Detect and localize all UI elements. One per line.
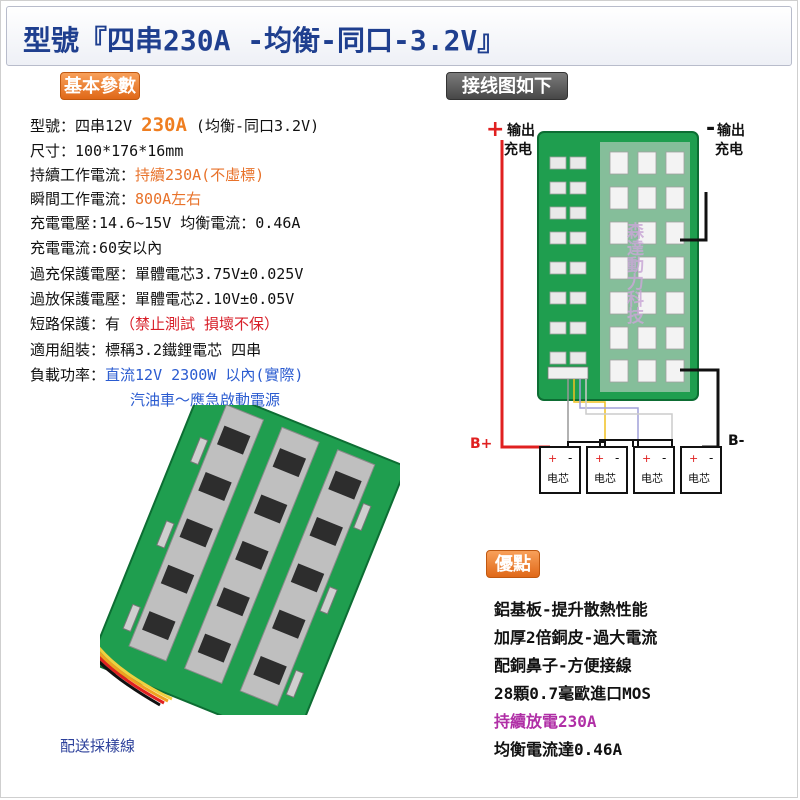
- cell-2-plus: +: [595, 452, 604, 465]
- wire-output-neg: [680, 192, 708, 242]
- advantages-badge: 優點: [486, 550, 540, 578]
- output-minus-sign: -: [706, 116, 715, 141]
- cell-1-plus: +: [548, 452, 557, 465]
- cell-3-minus: -: [662, 451, 666, 465]
- cell-4-plus: +: [689, 452, 698, 465]
- spec-load: 負載功率：直流12V 2300W 以內(實際): [30, 364, 303, 385]
- advantage-2: 加厚2倍銅皮-過大電流: [494, 628, 658, 647]
- spec-charge-current: 充電電流:60安以內: [30, 239, 163, 257]
- advantage-1: 鋁基板-提升散熱性能: [494, 600, 648, 619]
- cell-2-label: 电芯: [594, 471, 616, 485]
- advantage-5: 持續放電230A: [494, 712, 597, 731]
- cell-3-label: 电芯: [641, 471, 663, 485]
- cell-2-minus: -: [615, 451, 619, 465]
- battery-cell-3: + - 电芯: [633, 446, 675, 494]
- cell-1-label: 电芯: [547, 471, 569, 485]
- output-plus-label: 输出: [507, 122, 535, 139]
- spec-instant: 瞬間工作電流：800A左右: [30, 188, 201, 209]
- spec-continuous-label: 持續工作電流：: [30, 166, 136, 184]
- spec-charge-voltage: 充電電壓:14.6~15V 均衡電流：0.46A: [30, 214, 301, 232]
- spec-continuous-value: 持續230A(不虛標): [135, 166, 265, 184]
- battery-cell-4: + - 电芯: [680, 446, 722, 494]
- spec-model: 型號：四串12V 230A (均衡-同口3.2V): [30, 114, 319, 136]
- page-title: 型號『四串230A -均衡-同口-3.2V』: [23, 24, 506, 57]
- wire-b-plus: [500, 140, 550, 449]
- basic-params-badge: 基本參數: [60, 72, 140, 100]
- spec-model-prefix: 型號：四串12V: [30, 117, 142, 135]
- spec-continuous: 持續工作電流：持續230A(不虛標): [30, 164, 264, 185]
- cell-1-minus: -: [568, 451, 572, 465]
- spec-assembly: 適用組裝：標稱3.2鐵鋰電芯 四串: [30, 341, 262, 359]
- cell-4-minus: -: [709, 451, 713, 465]
- battery-cell-1: + - 电芯: [539, 446, 581, 494]
- spec-load-value: 直流12V 2300W 以內(實際): [105, 366, 304, 384]
- wiring-diagram: 森達動力科技 + - 电芯 + - 电芯 + - 电芯 + -: [470, 116, 745, 494]
- output-plus-charge: 充电: [504, 141, 532, 158]
- output-plus-sign: +: [486, 117, 504, 142]
- spec-overdischarge: 過放保護電壓：單體電芯2.10V±0.05V: [30, 290, 295, 308]
- wiring-badge: 接线图如下: [446, 72, 568, 100]
- spec-short: 短路保護：有（禁止測試 損壞不保）: [30, 313, 279, 334]
- spec-short-label: 短路保護：有: [30, 315, 121, 333]
- cell-3-plus: +: [642, 452, 651, 465]
- advantage-6: 均衡電流達0.46A: [494, 740, 623, 759]
- output-minus-charge: 充电: [715, 141, 743, 158]
- spec-size: 尺寸：100*176*16mm: [30, 142, 184, 160]
- bms-board-illustration: [100, 405, 400, 715]
- b-plus-label: B+: [470, 436, 492, 452]
- cable-caption: 配送採樣線: [60, 737, 136, 755]
- b-minus-label: B-: [728, 433, 745, 449]
- output-minus-label: 输出: [717, 122, 745, 139]
- spec-instant-value: 800A左右: [135, 190, 202, 208]
- sampling-cable: [100, 646, 173, 707]
- battery-cell-2: + - 电芯: [586, 446, 628, 494]
- diagram-pcb: [537, 131, 699, 401]
- cell-4-label: 电芯: [688, 471, 710, 485]
- spec-load-label: 負載功率：: [30, 366, 106, 384]
- spec-overcharge: 過充保護電壓：單體電芯3.75V±0.025V: [30, 265, 304, 283]
- diagram-watermark: 森達動力科技: [623, 221, 644, 325]
- advantage-3: 配銅鼻子-方便接線: [494, 656, 632, 675]
- spec-model-amp: 230A: [141, 114, 187, 136]
- spec-short-value: （禁止測試 損壞不保）: [120, 315, 280, 333]
- title-bar: 型號『四串230A -均衡-同口-3.2V』: [6, 6, 792, 66]
- spec-instant-label: 瞬間工作電流：: [30, 190, 136, 208]
- advantage-4: 28顆0.7毫歐進口MOS: [494, 684, 652, 703]
- spec-model-suffix: (均衡-同口3.2V): [186, 117, 320, 135]
